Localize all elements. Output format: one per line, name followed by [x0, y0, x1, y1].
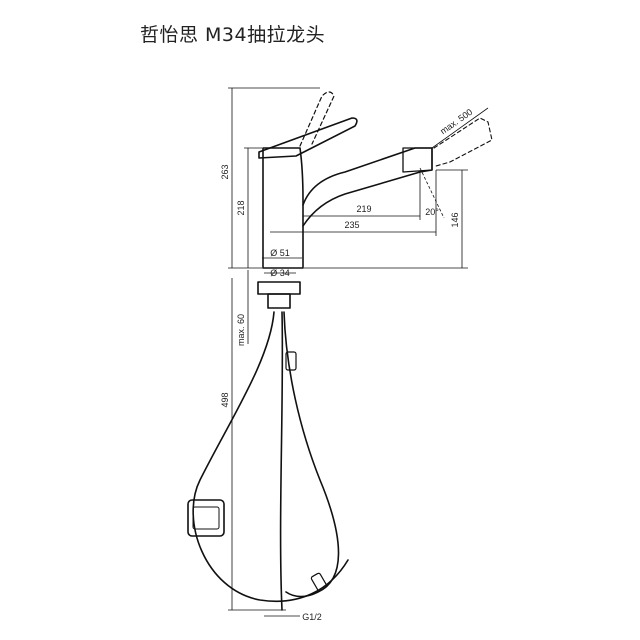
spout: [302, 147, 433, 227]
pulled-head-dashed: [433, 117, 493, 167]
hose-right: [283, 311, 340, 598]
hose-left: [192, 311, 349, 602]
dim-pull-height: 146: [450, 212, 460, 227]
faucet-body: [262, 147, 304, 269]
valve-block: [285, 351, 297, 371]
dim-connection: G1/2: [302, 612, 322, 622]
mounting-nut: [257, 281, 301, 295]
supply-hose: [279, 311, 284, 611]
dim-reach-outer: 235: [344, 220, 359, 230]
handle-lifted-dashed: [299, 91, 335, 147]
spray-head: [402, 147, 433, 173]
handle-lever: [258, 117, 358, 159]
hose-weight: [187, 499, 225, 537]
dim-spout-height: 218: [236, 200, 246, 215]
mounting-shank: [267, 293, 291, 309]
dim-counter-thickness: max. 60: [236, 314, 246, 346]
dim-shank-diameter: Ø 34: [270, 268, 290, 278]
dim-body-diameter: Ø 51: [270, 248, 290, 258]
dim-reach-inner: 219: [356, 204, 371, 214]
dim-total-height: 263: [220, 164, 230, 179]
page-title: 哲怡思 M34抽拉龙头: [140, 24, 326, 46]
dim-hose-length: 498: [220, 392, 230, 407]
dim-angle: 20°: [425, 207, 439, 217]
